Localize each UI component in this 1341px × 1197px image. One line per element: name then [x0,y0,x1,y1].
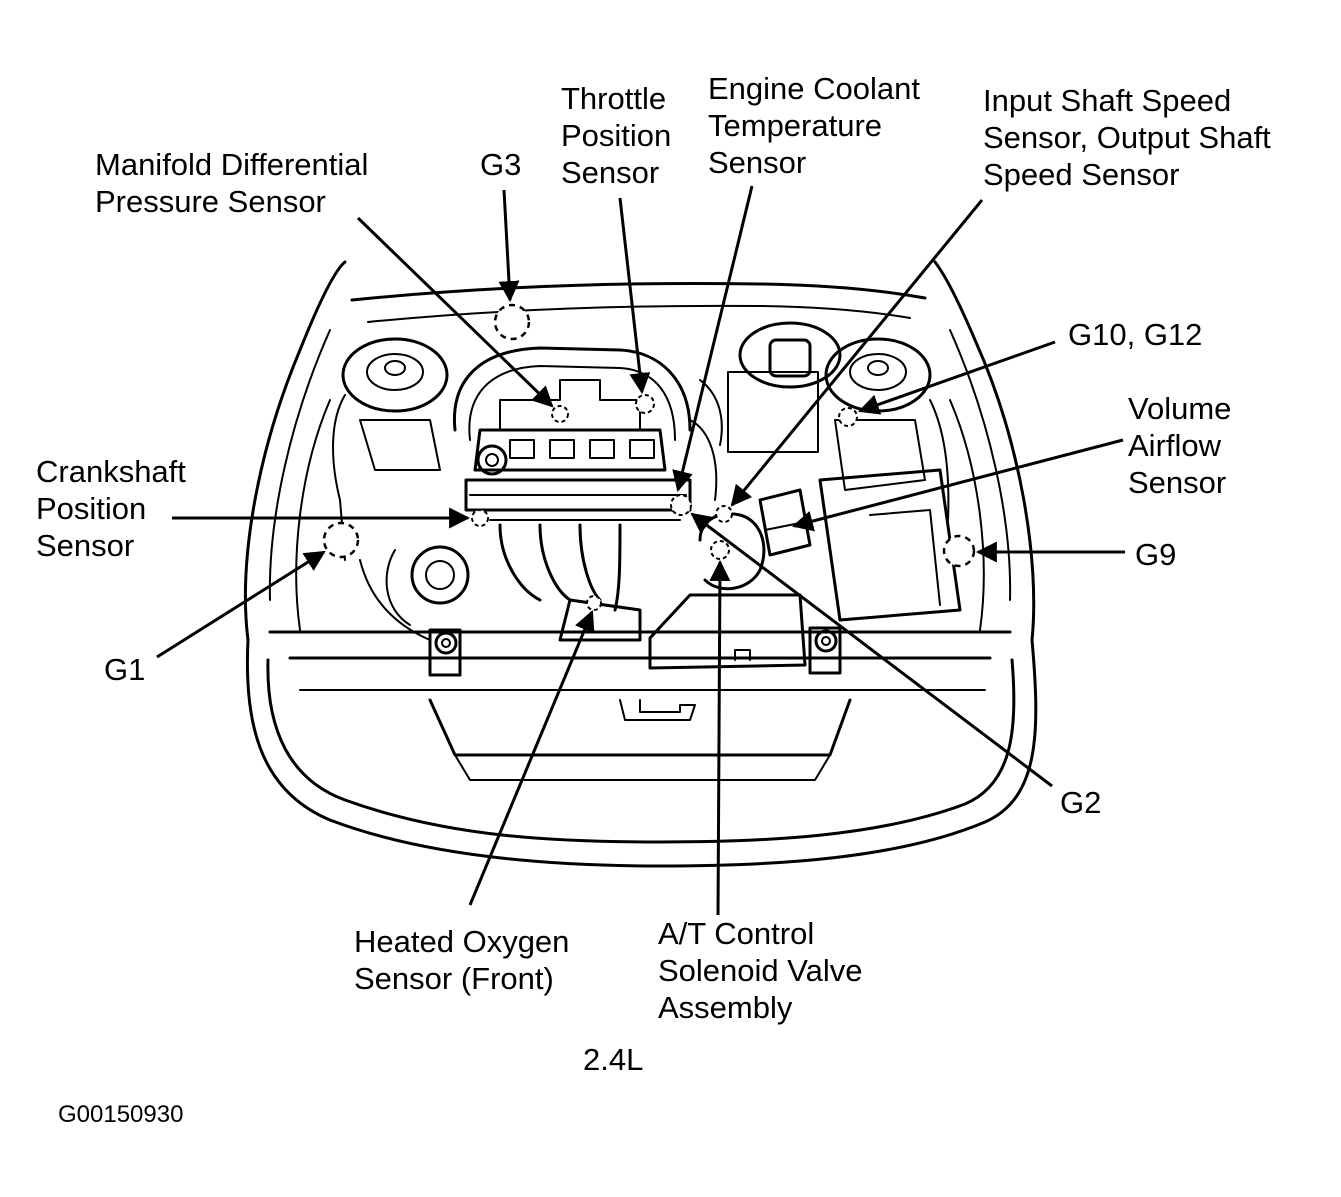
label-engine-coolant-temperature-sensor: Engine Coolant Temperature Sensor [708,71,920,180]
marker-throttle-position [635,394,655,414]
marker-g3 [493,303,531,341]
marker-g1 [322,521,360,559]
right-components [648,468,962,675]
leader-manifold-differential [356,216,554,408]
leader-throttle-position [618,197,651,395]
left-strut-tower [332,337,449,561]
engine [359,346,723,677]
label-at-control-solenoid-valve-assembly: A/T Control Solenoid Valve Assembly [658,916,863,1025]
marker-g9 [942,534,976,568]
engine-size-caption: 2.4L [583,1042,644,1077]
leader-heated-oxygen [468,610,595,906]
marker-coolant-temp [670,494,692,516]
marker-g10-g12 [838,407,858,427]
label-g10-g12: G10, G12 [1068,317,1203,352]
leader-coolant-temp [672,185,754,493]
leader-g1 [156,550,326,659]
label-crankshaft-position-sensor: Crankshaft Position Sensor [36,454,186,563]
marker-shaft-speed [715,505,733,523]
label-g1: G1 [104,652,146,687]
leader-g10-g12 [858,340,1056,415]
label-g3: G3 [480,147,522,182]
marker-at-control [710,540,730,560]
marker-manifold-differential [551,405,569,423]
leader-lines [156,185,1125,916]
leader-at-control [709,559,731,916]
label-g2: G2 [1060,785,1102,820]
label-manifold-differential-pressure-sensor: Manifold Differential Pressure Sensor [95,147,369,219]
leader-g2 [690,512,1053,788]
leader-shaft-speed [730,199,984,507]
label-g9: G9 [1135,537,1177,572]
brake-booster [727,321,842,453]
location-markers [322,303,976,611]
label-heated-oxygen-sensor-front: Heated Oxygen Sensor (Front) [354,924,570,996]
label-shaft-speed-sensors: Input Shaft Speed Sensor, Output Shaft S… [983,83,1271,192]
marker-heated-oxygen [586,595,602,611]
leader-g3 [498,189,520,303]
figure-id: G00150930 [58,1101,184,1128]
label-throttle-position-sensor: Throttle Position Sensor [561,81,672,190]
label-volume-airflow-sensor: Volume Airflow Sensor [1128,391,1232,500]
marker-crankshaft [471,509,489,527]
leader-volume-airflow [791,438,1124,532]
